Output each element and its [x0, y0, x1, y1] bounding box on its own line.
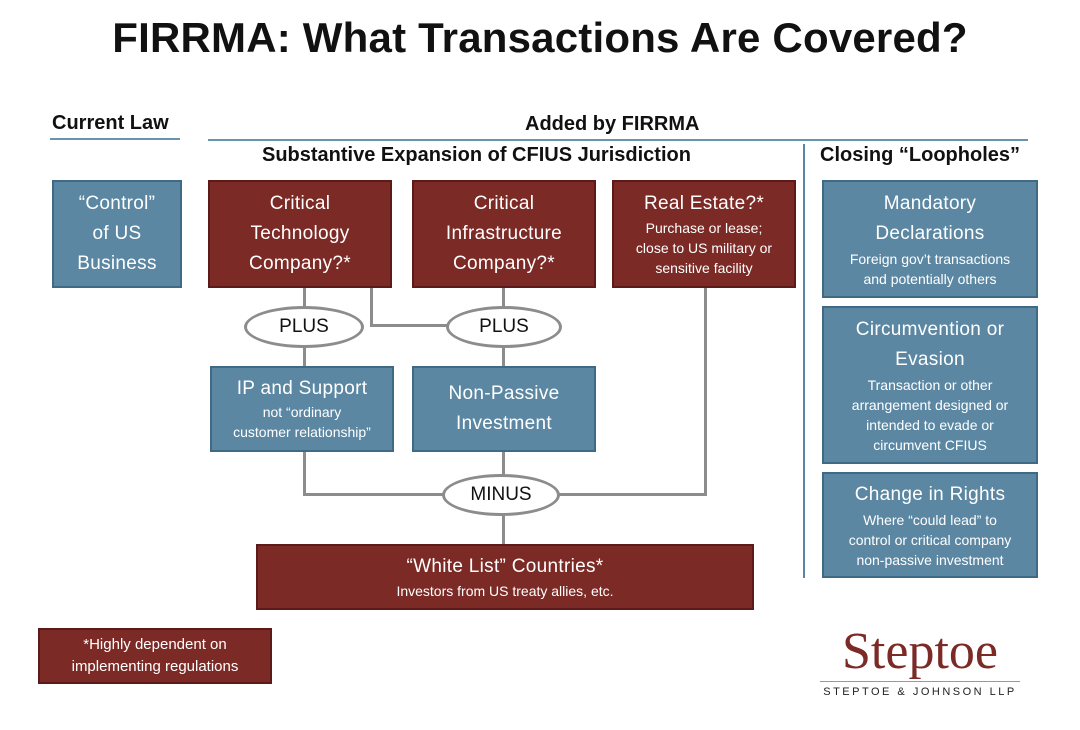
footnote-line2: implementing regulations — [71, 658, 239, 675]
control-of-us-business-box: “Control” of US Business — [52, 180, 182, 288]
connector-ip-down — [303, 452, 306, 496]
connector-realestate-down — [704, 288, 707, 496]
mandatory-declarations-box: Mandatory Declarations Foreign gov’t tra… — [822, 180, 1038, 298]
mandatory-desc2: and potentially others — [863, 271, 997, 287]
control-line3: Business — [77, 253, 157, 274]
change-rights-title: Change in Rights — [854, 484, 1006, 505]
connector-tech-down — [370, 288, 373, 326]
critical-infra-line3: Company?* — [453, 253, 555, 274]
change-rights-desc3: non-passive investment — [856, 552, 1004, 568]
connector-tech-to-right-plus — [370, 324, 448, 327]
white-list-countries-box: “White List” Countries* Investors from U… — [256, 544, 754, 610]
white-list-desc: Investors from US treaty allies, etc. — [396, 583, 614, 599]
logo-subtitle: STEPTOE & JOHNSON LLP — [823, 686, 1017, 698]
connector-ip-to-minus — [303, 493, 445, 496]
real-estate-title: Real Estate?* — [643, 193, 765, 214]
critical-tech-line3: Company?* — [249, 253, 351, 274]
circumvention-desc1: Transaction or other — [867, 377, 993, 393]
control-line1: “Control” — [78, 193, 156, 214]
connector-infra-plus — [502, 288, 505, 310]
header-substantive-expansion: Substantive Expansion of CFIUS Jurisdict… — [262, 144, 691, 166]
minus-oval: MINUS — [442, 474, 560, 516]
footnote-line1: *Highly dependent on — [83, 636, 227, 653]
change-in-rights-box: Change in Rights Where “could lead” to c… — [822, 472, 1038, 578]
real-estate-box: Real Estate?* Purchase or lease; close t… — [612, 180, 796, 288]
critical-infrastructure-box: Critical Infrastructure Company?* — [412, 180, 596, 288]
real-estate-desc3: sensitive facility — [655, 260, 753, 276]
footnote-box: *Highly dependent on implementing regula… — [38, 628, 272, 684]
connector-minus-whitelist — [502, 512, 505, 546]
non-passive-line2: Investment — [456, 413, 552, 434]
ip-support-desc2: customer relationship” — [233, 424, 371, 440]
non-passive-line1: Non-Passive — [448, 383, 560, 404]
change-rights-desc1: Where “could lead” to — [863, 512, 997, 528]
connector-plus-nonpassive — [502, 346, 505, 368]
logo-rule — [820, 681, 1020, 682]
circumvention-evasion-box: Circumvention or Evasion Transaction or … — [822, 306, 1038, 464]
connector-tech-plus — [303, 288, 306, 310]
header-closing-loopholes: Closing “Loopholes” — [820, 144, 1020, 166]
critical-tech-line2: Technology — [250, 223, 350, 244]
plus-oval-left: PLUS — [244, 306, 364, 348]
change-rights-desc2: control or critical company — [848, 532, 1012, 548]
critical-tech-line1: Critical — [269, 193, 331, 214]
connector-realestate-to-minus — [558, 493, 707, 496]
section-divider — [803, 144, 805, 578]
circumvention-desc2: arrangement designed or — [851, 397, 1009, 413]
plus-oval-right: PLUS — [446, 306, 562, 348]
real-estate-desc2: close to US military or — [635, 240, 773, 256]
circumvention-line1: Circumvention or — [855, 319, 1005, 340]
circumvention-desc4: circumvent CFIUS — [873, 437, 987, 453]
circumvention-line2: Evasion — [895, 349, 965, 370]
plus-left-label: PLUS — [279, 316, 329, 337]
ip-support-desc1: not “ordinary — [262, 404, 342, 420]
critical-infra-line1: Critical — [473, 193, 535, 214]
mandatory-line1: Mandatory — [883, 193, 977, 214]
steptoe-logo: Steptoe STEPTOE & JOHNSON LLP — [810, 622, 1030, 698]
mandatory-desc1: Foreign gov’t transactions — [849, 251, 1011, 267]
mandatory-line2: Declarations — [875, 223, 985, 244]
connector-nonpassive-minus — [502, 452, 505, 476]
page-title: FIRRMA: What Transactions Are Covered? — [112, 14, 968, 61]
minus-label: MINUS — [470, 484, 532, 505]
white-list-title: “White List” Countries* — [406, 556, 604, 577]
plus-right-label: PLUS — [479, 316, 529, 337]
non-passive-investment-box: Non-Passive Investment — [412, 366, 596, 452]
critical-technology-box: Critical Technology Company?* — [208, 180, 392, 288]
logo-wordmark: Steptoe — [842, 623, 998, 680]
current-law-rule — [50, 138, 180, 140]
control-line2: of US — [92, 223, 142, 244]
circumvention-desc3: intended to evade or — [866, 417, 994, 433]
connector-plus-ip — [303, 346, 306, 368]
real-estate-desc1: Purchase or lease; — [645, 220, 763, 236]
ip-support-title: IP and Support — [236, 378, 368, 399]
added-by-rule — [208, 139, 1028, 141]
header-added-by-firrma: Added by FIRRMA — [525, 113, 700, 135]
header-current-law: Current Law — [52, 112, 169, 134]
ip-and-support-box: IP and Support not “ordinary customer re… — [210, 366, 394, 452]
critical-infra-line2: Infrastructure — [445, 223, 563, 244]
